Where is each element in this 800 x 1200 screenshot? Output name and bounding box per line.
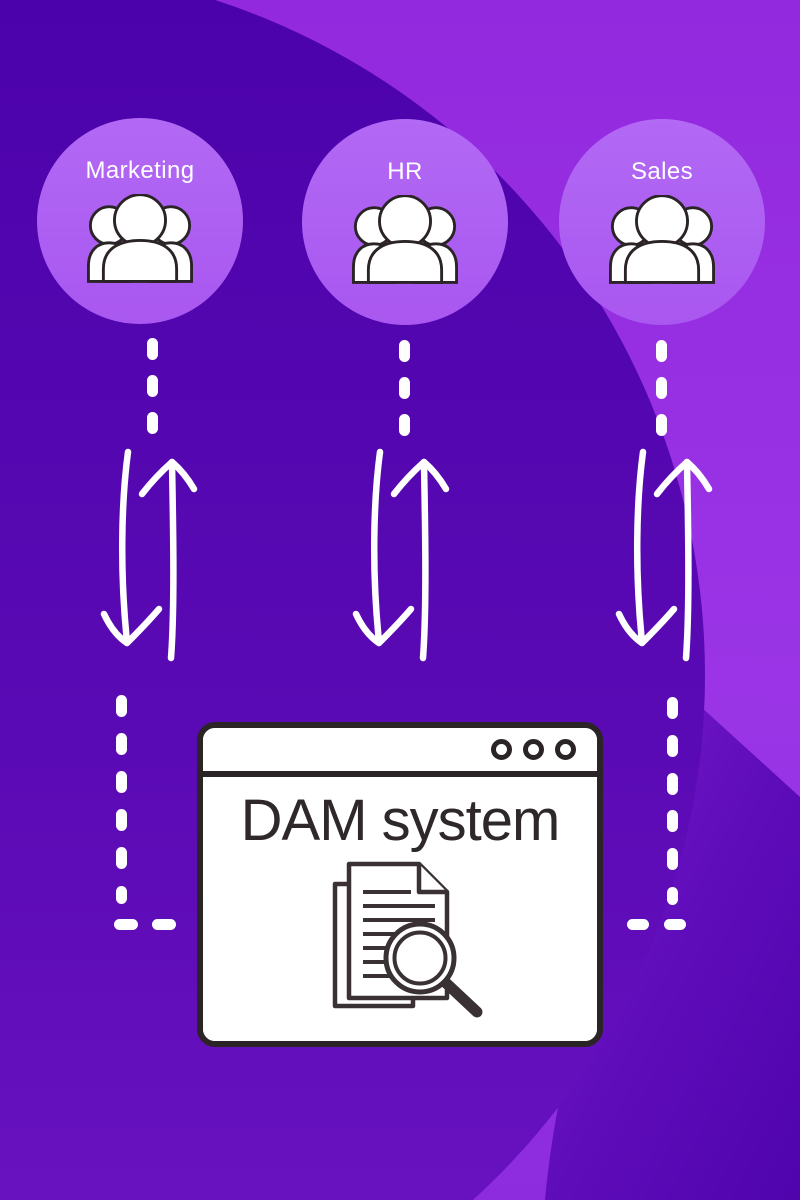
connector-dash (656, 377, 667, 399)
connector-dash (147, 338, 158, 360)
connector-dash (114, 919, 138, 930)
connector-dash (152, 919, 176, 930)
document-search-icon (332, 861, 483, 1018)
connector-dash (656, 340, 667, 362)
department-circle-hr: HR (302, 119, 508, 325)
group-icon (609, 195, 715, 284)
connector-dash (656, 414, 667, 436)
connector-dash (116, 886, 127, 904)
department-label: Sales (630, 158, 694, 185)
window-dot-icon (523, 739, 544, 760)
dam-system-title: DAM system (240, 788, 561, 853)
group-icon (352, 195, 458, 284)
department-label: HR (387, 158, 423, 185)
connector-dash (667, 773, 678, 795)
connector-dash (116, 771, 127, 793)
connector-dash (664, 919, 686, 930)
two-way-arrow (615, 448, 713, 662)
connector-dash (399, 377, 410, 399)
two-way-arrow (100, 448, 198, 662)
window-body: DAM system (203, 777, 597, 1041)
connector-dash (399, 414, 410, 436)
connector-dash (116, 809, 127, 831)
connector-dash (116, 847, 127, 869)
connector-dash (147, 412, 158, 434)
two-way-arrow (352, 448, 450, 662)
dam-system-window: DAM system (197, 722, 603, 1047)
connector-dash (116, 695, 127, 717)
department-label: Marketing (85, 157, 195, 184)
connector-dash (116, 733, 127, 755)
window-titlebar (203, 728, 597, 777)
connector-dash (147, 375, 158, 397)
connector-dash (667, 735, 678, 757)
connector-dash (667, 848, 678, 870)
window-dot-icon (555, 739, 576, 760)
department-circle-marketing: Marketing (37, 118, 243, 324)
connector-dash (627, 919, 649, 930)
connector-dash (399, 340, 410, 362)
connector-dash (667, 810, 678, 832)
connector-dash (667, 697, 678, 719)
window-dot-icon (491, 739, 512, 760)
connector-dash (667, 887, 678, 905)
group-icon (87, 194, 193, 283)
department-circle-sales: Sales (559, 119, 765, 325)
